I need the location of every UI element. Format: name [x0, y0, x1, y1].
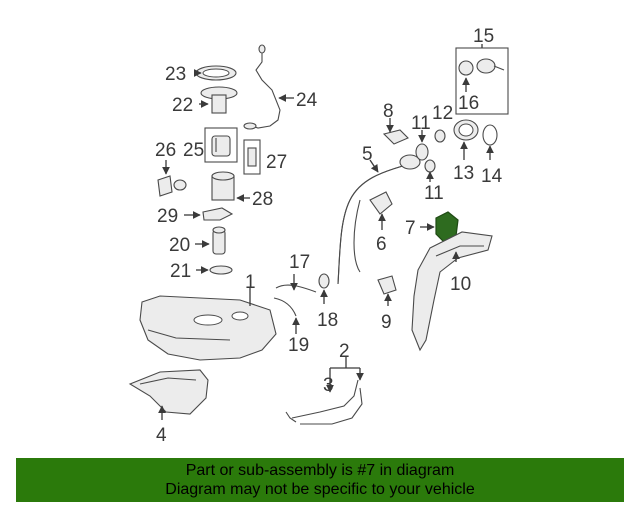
part-5-filler-pipe: 5	[337, 144, 421, 285]
part-9-bracket: 9	[377, 275, 397, 333]
part-24-sender-wire: 24	[243, 44, 318, 130]
part-4-heat-shield: 4	[128, 369, 209, 446]
callout-19: 19	[288, 335, 309, 356]
callout-24: 24	[296, 90, 318, 111]
part-20-fuel-pump: 20	[169, 226, 226, 256]
callout-15: 15	[473, 26, 494, 47]
callout-7: 7	[405, 218, 416, 239]
callout-29: 29	[157, 206, 178, 227]
callout-5: 5	[362, 144, 373, 165]
callout-14: 14	[481, 166, 503, 187]
part-17-hose: 17	[275, 252, 317, 293]
part-6-bracket: 6	[369, 191, 393, 255]
callout-11a: 11	[411, 113, 431, 134]
callout-12: 12	[432, 103, 453, 124]
callout-13: 13	[453, 163, 474, 184]
part-14-gasket: 14	[481, 124, 503, 187]
part-19-hose: 19	[273, 297, 309, 356]
part-22-pump-flange: 22	[172, 86, 238, 116]
part-12-seal: 12	[432, 103, 453, 143]
part-2-3-straps: 2 3	[285, 341, 364, 425]
callout-10: 10	[450, 274, 471, 295]
part-18-clamp: 18	[317, 273, 338, 331]
banner-line-1: Part or sub-assembly is #7 in diagram	[185, 462, 455, 479]
part-21-pump-seal: 21	[170, 261, 233, 282]
callout-11b: 11	[424, 183, 444, 204]
part-1-fuel-tank: 1	[139, 272, 277, 361]
callout-23: 23	[165, 64, 186, 85]
callout-28: 28	[252, 189, 273, 210]
banner-line-2: Diagram may not be specific to your vehi…	[165, 481, 475, 498]
callout-16: 16	[458, 93, 479, 114]
callout-17: 17	[289, 252, 310, 273]
part-23-lock-ring: 23	[165, 64, 237, 85]
part-26-bracket: 26	[155, 140, 187, 197]
callout-4: 4	[156, 425, 167, 446]
part-27-regulator: 27	[243, 139, 287, 175]
callout-26: 26	[155, 140, 176, 161]
callout-22: 22	[172, 95, 193, 116]
callout-18: 18	[317, 310, 338, 331]
parts-diagram: 23 22 24 25 27 26 28 29	[128, 26, 509, 446]
part-10-filler-panel: 10	[411, 231, 493, 352]
part-15-fuel-cap-group: 15	[455, 26, 509, 115]
part-8-bracket: 8	[382, 101, 409, 145]
callout-21: 21	[170, 261, 191, 282]
callout-9: 9	[381, 312, 392, 333]
callout-20: 20	[169, 235, 190, 256]
part-29-clip: 29	[157, 206, 234, 227]
part-28-pump-housing: 28	[211, 171, 273, 210]
callout-6: 6	[376, 234, 387, 255]
callout-8: 8	[383, 101, 394, 122]
part-13-fuel-door-housing: 13	[453, 119, 479, 184]
part-25-filter: 25	[183, 127, 238, 163]
callout-3: 3	[323, 375, 334, 396]
part-11-clamps: 11 11	[411, 113, 444, 204]
callout-27: 27	[266, 152, 287, 173]
callout-1: 1	[245, 272, 256, 293]
part-16-fuel-cap: 16	[458, 58, 505, 114]
callout-2: 2	[339, 341, 350, 362]
callout-25: 25	[183, 140, 204, 161]
info-banner: Part or sub-assembly is #7 in diagram Di…	[16, 458, 624, 502]
